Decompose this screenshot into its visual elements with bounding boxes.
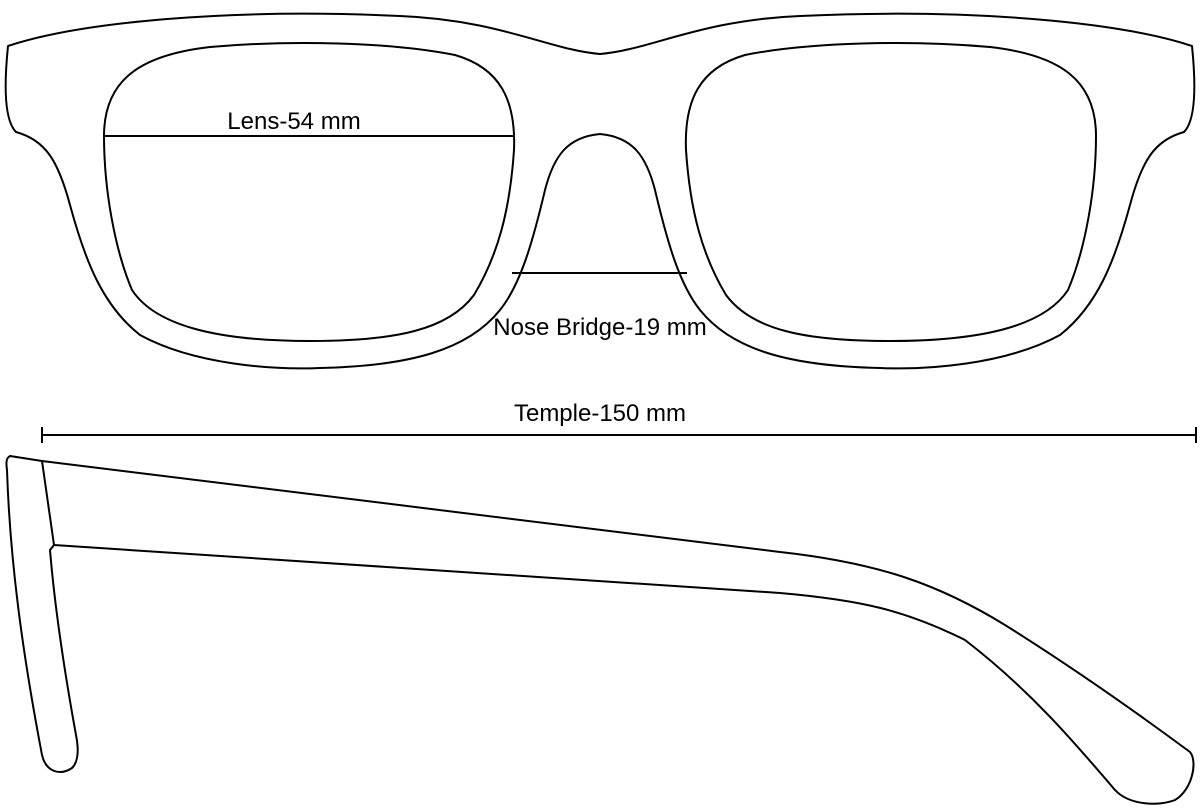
left-lens bbox=[103, 42, 516, 342]
right-lens bbox=[684, 42, 1097, 342]
frame-front-edge bbox=[5, 455, 79, 773]
lens-label: Lens-54 mm bbox=[227, 108, 360, 135]
side-view: Temple-150 mm bbox=[5, 400, 1197, 805]
temple-arm bbox=[41, 460, 1195, 805]
frame-outline bbox=[4, 12, 1196, 370]
front-view: Lens-54 mm Nose Bridge-19 mm bbox=[4, 12, 1196, 370]
temple-label: Temple-150 mm bbox=[514, 400, 686, 427]
nose-bridge-label: Nose Bridge-19 mm bbox=[493, 314, 706, 341]
